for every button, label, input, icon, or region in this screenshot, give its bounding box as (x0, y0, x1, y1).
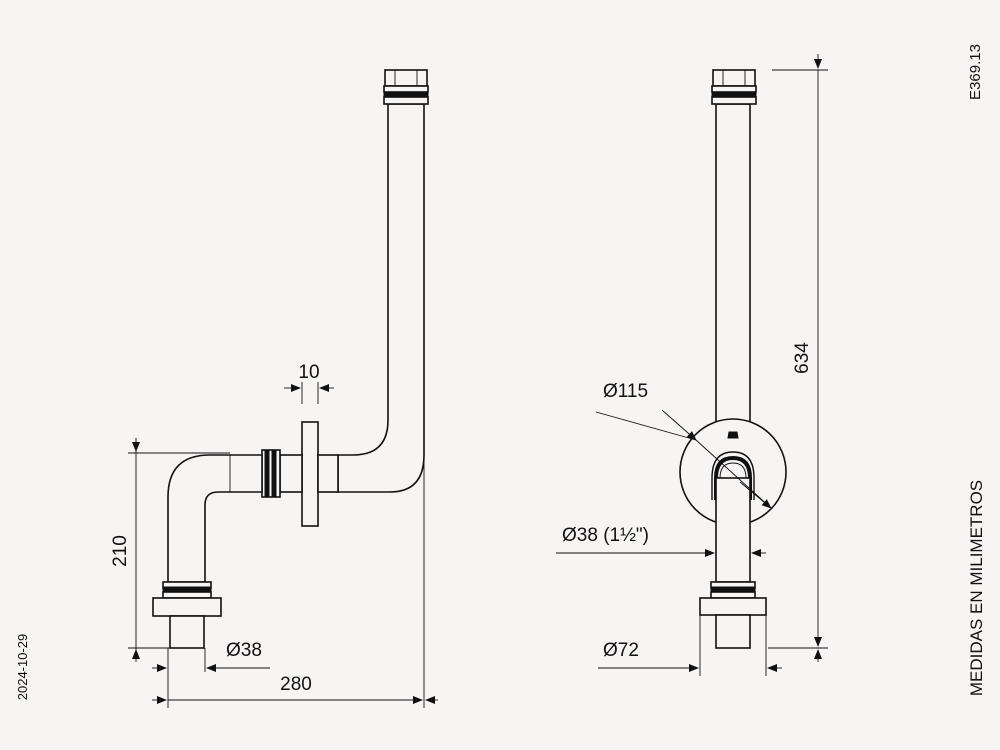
side-diameter-label: Ø38 (226, 640, 262, 661)
dim-pipe-diameter-front: Ø38 (1½") (556, 525, 766, 557)
units-note: MEDIDAS EN MILIMETROS (967, 480, 986, 696)
front-bottom-connector (699, 581, 767, 649)
front-vertical-pipe (715, 103, 751, 423)
dim-height-210: 210 (110, 438, 230, 662)
total-height-label: 634 (792, 342, 813, 374)
drawing-code: E369.13 (967, 44, 984, 100)
dim-pipe-diameter-side: Ø38 (152, 640, 270, 708)
dim-base-diameter: Ø72 (598, 615, 782, 676)
side-rosette (301, 421, 319, 527)
front-lower-pipe (715, 477, 751, 583)
base-diameter-label: Ø72 (603, 640, 639, 661)
dim-flange-thickness: 10 (284, 362, 334, 404)
side-view: 10 210 Ø38 280 (110, 69, 438, 708)
height-label: 210 (110, 535, 131, 567)
side-top-nut (383, 69, 429, 105)
front-top-nut (711, 69, 757, 105)
total-width-label: 280 (280, 674, 312, 695)
side-bottom-connector (152, 581, 222, 649)
rosette-diameter-label: Ø115 (603, 381, 648, 402)
dim-rosette-diameter: Ø115 (595, 381, 772, 509)
side-elbow-pipe (167, 454, 263, 583)
front-pipe-diameter-label: Ø38 (1½") (562, 525, 649, 546)
side-vertical-pipe (337, 103, 425, 493)
front-view: Ø115 Ø38 (1½") Ø72 634 (556, 54, 828, 676)
dim-total-height: 634 (768, 54, 828, 662)
front-rosette-screw (727, 431, 739, 439)
side-rosette-hub (317, 454, 339, 493)
dim-total-width: 280 (152, 455, 438, 708)
date-label: 2024-10-29 (15, 634, 30, 701)
flange-thickness-label: 10 (298, 362, 319, 383)
